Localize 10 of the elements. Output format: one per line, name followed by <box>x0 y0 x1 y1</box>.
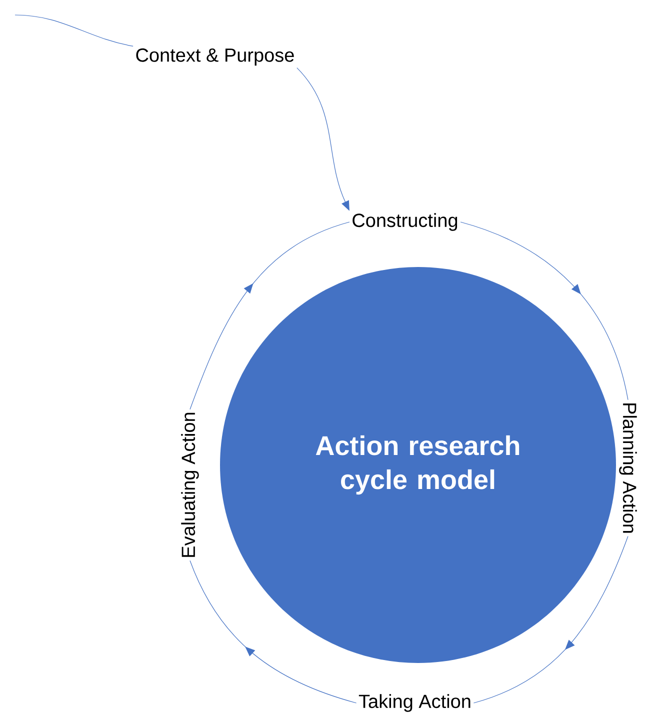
cycle-stage-label: Taking Action <box>358 694 470 712</box>
arrow <box>296 68 350 211</box>
arrow <box>473 536 628 704</box>
arrow <box>460 222 628 400</box>
arrow <box>190 222 350 410</box>
cycle-stage-label: Constructing <box>352 213 458 231</box>
cycle-stage-label: Context & Purpose <box>136 48 294 66</box>
arrow <box>190 560 357 704</box>
cycle-stage-label: Planning Action <box>619 404 637 533</box>
cycle-stage-label: Evaluating Action <box>181 412 199 557</box>
